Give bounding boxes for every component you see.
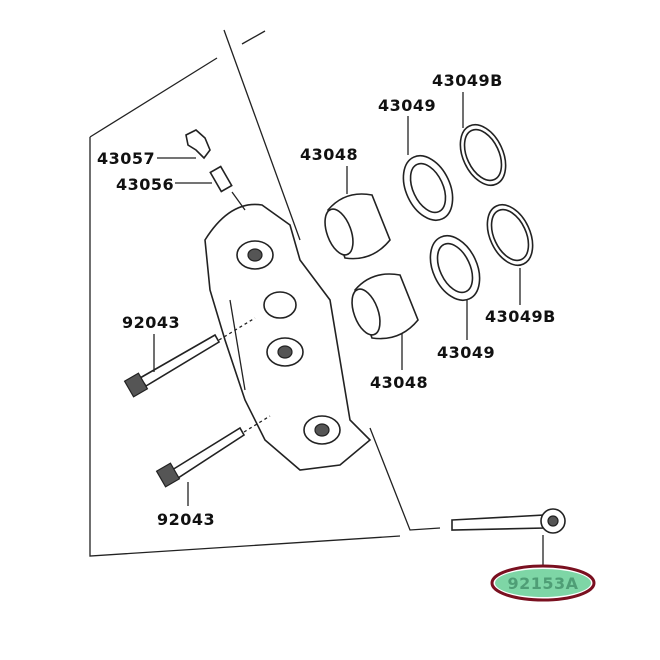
label-43048-top: 43048	[300, 145, 358, 164]
frame-lines	[89, 29, 441, 557]
label-43049b-top: 43049B	[432, 71, 503, 90]
label-43049-bottom: 43049	[437, 343, 495, 362]
label-92043-bottom: 92043	[157, 510, 215, 529]
label-43049-top: 43049	[378, 96, 436, 115]
seal-b-bottom	[486, 203, 534, 267]
caliper-body	[204, 203, 372, 471]
highlight-fill	[495, 569, 591, 597]
leader-lines	[153, 92, 544, 567]
piston-top	[324, 193, 391, 260]
seal-top	[402, 155, 454, 221]
mounting-bolt	[451, 508, 566, 534]
pin-bottom	[155, 415, 271, 488]
seal-bottom	[429, 235, 481, 301]
bleeder-valve	[209, 165, 246, 211]
label-43057: 43057	[97, 149, 155, 168]
bleeder-cap	[185, 129, 211, 160]
piston-bottom	[351, 273, 419, 340]
label-43048-bottom: 43048	[370, 373, 428, 392]
label-92153a: 92153A	[507, 574, 578, 593]
label-92043-top: 92043	[122, 313, 180, 332]
highlight-ring	[490, 564, 596, 602]
seal-b-top	[459, 123, 507, 187]
highlighted-part-label[interactable]: 92153A	[490, 564, 596, 602]
pin-top	[123, 317, 256, 398]
label-43056: 43056	[116, 175, 174, 194]
label-43049b-bottom: 43049B	[485, 307, 556, 326]
